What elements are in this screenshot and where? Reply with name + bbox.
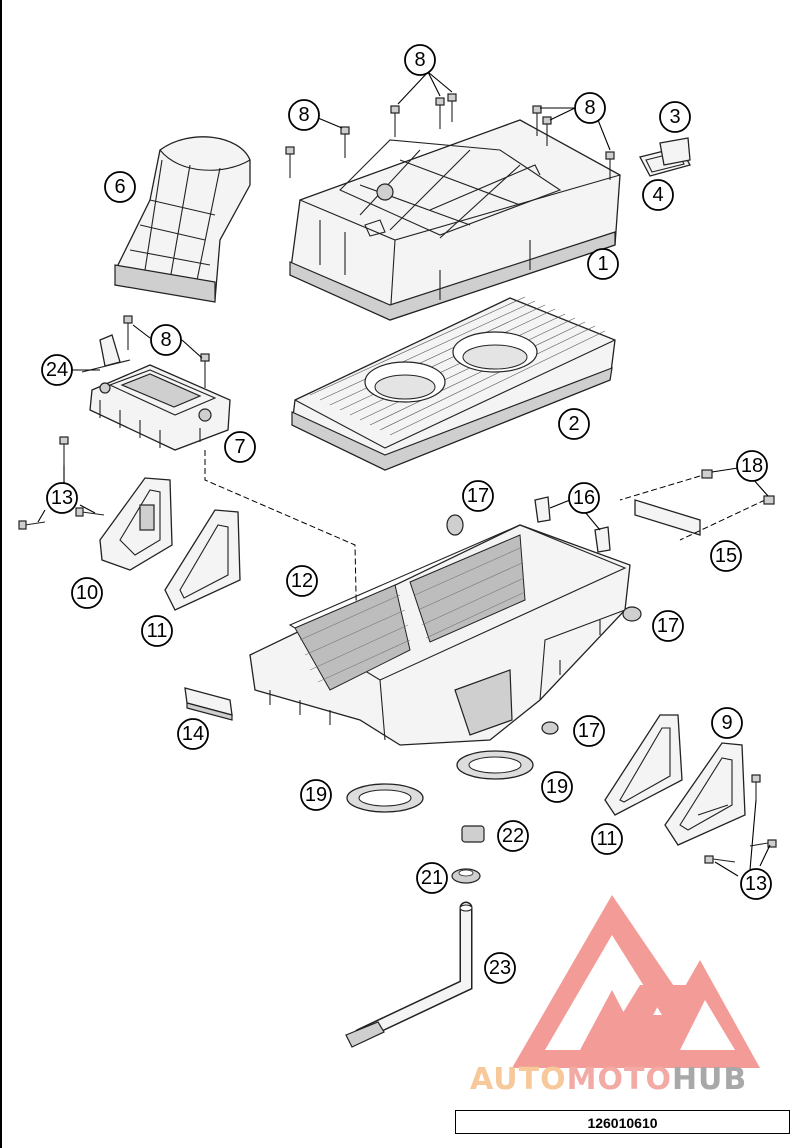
svg-text:6: 6 bbox=[114, 176, 125, 198]
part-9-side-bracket bbox=[664, 742, 746, 846]
svg-text:17: 17 bbox=[467, 485, 489, 507]
callout-18: 18 bbox=[736, 450, 768, 482]
svg-text:13: 13 bbox=[745, 873, 767, 895]
svg-text:4: 4 bbox=[652, 184, 663, 206]
part-6-intake-boot bbox=[114, 136, 251, 303]
part-11-gasket-left bbox=[164, 509, 241, 611]
svg-text:11: 11 bbox=[147, 620, 168, 642]
svg-text:3: 3 bbox=[669, 106, 680, 128]
watermark-text-moto: MOTO bbox=[566, 1062, 672, 1097]
svg-text:19: 19 bbox=[546, 776, 568, 798]
svg-text:21: 21 bbox=[421, 867, 443, 889]
callout-8c: 8 bbox=[574, 92, 606, 124]
callout-8b: 8 bbox=[288, 99, 320, 131]
part-19-seals bbox=[346, 750, 534, 813]
bolts-8-top bbox=[285, 93, 615, 180]
bolts-13-right bbox=[704, 774, 777, 864]
callout-9: 9 bbox=[711, 707, 743, 739]
svg-text:10: 10 bbox=[76, 582, 98, 604]
callout-17b: 17 bbox=[652, 610, 684, 642]
svg-text:8: 8 bbox=[584, 97, 595, 119]
part-1-housing-cover bbox=[289, 119, 621, 321]
callout-6: 6 bbox=[104, 171, 136, 203]
watermark-text: AUTOMOTOHUB bbox=[470, 1062, 800, 1102]
part-14-connector bbox=[184, 687, 233, 721]
callout-16: 16 bbox=[568, 482, 600, 514]
part-24-bracket bbox=[81, 334, 131, 373]
part-11-gasket-right bbox=[604, 714, 683, 816]
svg-text:8: 8 bbox=[414, 49, 425, 71]
callout-13a: 13 bbox=[46, 482, 78, 514]
svg-text:8: 8 bbox=[160, 329, 171, 351]
part-3-4-gasket-and-clip bbox=[639, 137, 691, 177]
callout-21: 21 bbox=[416, 862, 448, 894]
callout-2: 2 bbox=[558, 408, 590, 440]
callout-13b: 13 bbox=[740, 868, 772, 900]
part-18-screws bbox=[701, 469, 775, 505]
part-22-clamp bbox=[461, 825, 485, 843]
bolts-13-left bbox=[18, 436, 105, 530]
part-21-grommet bbox=[451, 868, 481, 884]
svg-text:11: 11 bbox=[597, 828, 618, 850]
watermark-logo bbox=[512, 895, 760, 1068]
svg-text:12: 12 bbox=[291, 570, 313, 592]
svg-text:9: 9 bbox=[721, 712, 732, 734]
svg-text:17: 17 bbox=[657, 615, 679, 637]
callout-3: 3 bbox=[659, 101, 691, 133]
svg-text:13: 13 bbox=[51, 487, 73, 509]
part-17-caps bbox=[446, 514, 642, 735]
watermark-text-hub: HUB bbox=[671, 1062, 748, 1097]
svg-text:8: 8 bbox=[298, 104, 309, 126]
svg-text:19: 19 bbox=[305, 784, 327, 806]
watermark-text-auto: AUTO bbox=[470, 1062, 567, 1097]
diagram-code: 126010610 bbox=[455, 1110, 790, 1134]
callout-10: 10 bbox=[71, 577, 103, 609]
callout-24: 24 bbox=[41, 354, 73, 386]
callout-8a: 8 bbox=[404, 44, 436, 76]
callout-22: 22 bbox=[497, 820, 529, 852]
callout-23: 23 bbox=[484, 952, 516, 984]
svg-text:14: 14 bbox=[182, 723, 204, 745]
callout-8d: 8 bbox=[150, 324, 182, 356]
callout-19a: 19 bbox=[300, 779, 332, 811]
part-15-plate bbox=[619, 475, 766, 541]
callout-15: 15 bbox=[710, 540, 742, 572]
callout-4: 4 bbox=[642, 179, 674, 211]
callout-19b: 19 bbox=[541, 771, 573, 803]
svg-text:18: 18 bbox=[741, 455, 763, 477]
part-2-air-filter bbox=[291, 296, 616, 471]
part-7-throttle-flange bbox=[89, 364, 231, 451]
callout-14: 14 bbox=[177, 718, 209, 750]
part-10-side-bracket bbox=[99, 477, 173, 571]
part-12-lower-housing bbox=[249, 524, 631, 746]
part-16-clips bbox=[534, 496, 611, 553]
callout-17a: 17 bbox=[462, 480, 494, 512]
callout-11a: 11 bbox=[141, 615, 173, 647]
svg-text:24: 24 bbox=[46, 359, 68, 381]
svg-text:7: 7 bbox=[234, 436, 245, 458]
callout-12: 12 bbox=[286, 565, 318, 597]
svg-text:15: 15 bbox=[715, 545, 737, 567]
svg-text:16: 16 bbox=[573, 487, 595, 509]
callout-7: 7 bbox=[224, 431, 256, 463]
svg-text:22: 22 bbox=[502, 825, 524, 847]
callout-1: 1 bbox=[587, 248, 619, 280]
svg-text:17: 17 bbox=[578, 720, 600, 742]
callout-17c: 17 bbox=[573, 715, 605, 747]
part-23-drain-hose bbox=[345, 901, 473, 1048]
callout-11b: 11 bbox=[591, 823, 623, 855]
svg-text:1: 1 bbox=[597, 253, 608, 275]
svg-text:23: 23 bbox=[489, 957, 511, 979]
svg-text:2: 2 bbox=[568, 413, 579, 435]
